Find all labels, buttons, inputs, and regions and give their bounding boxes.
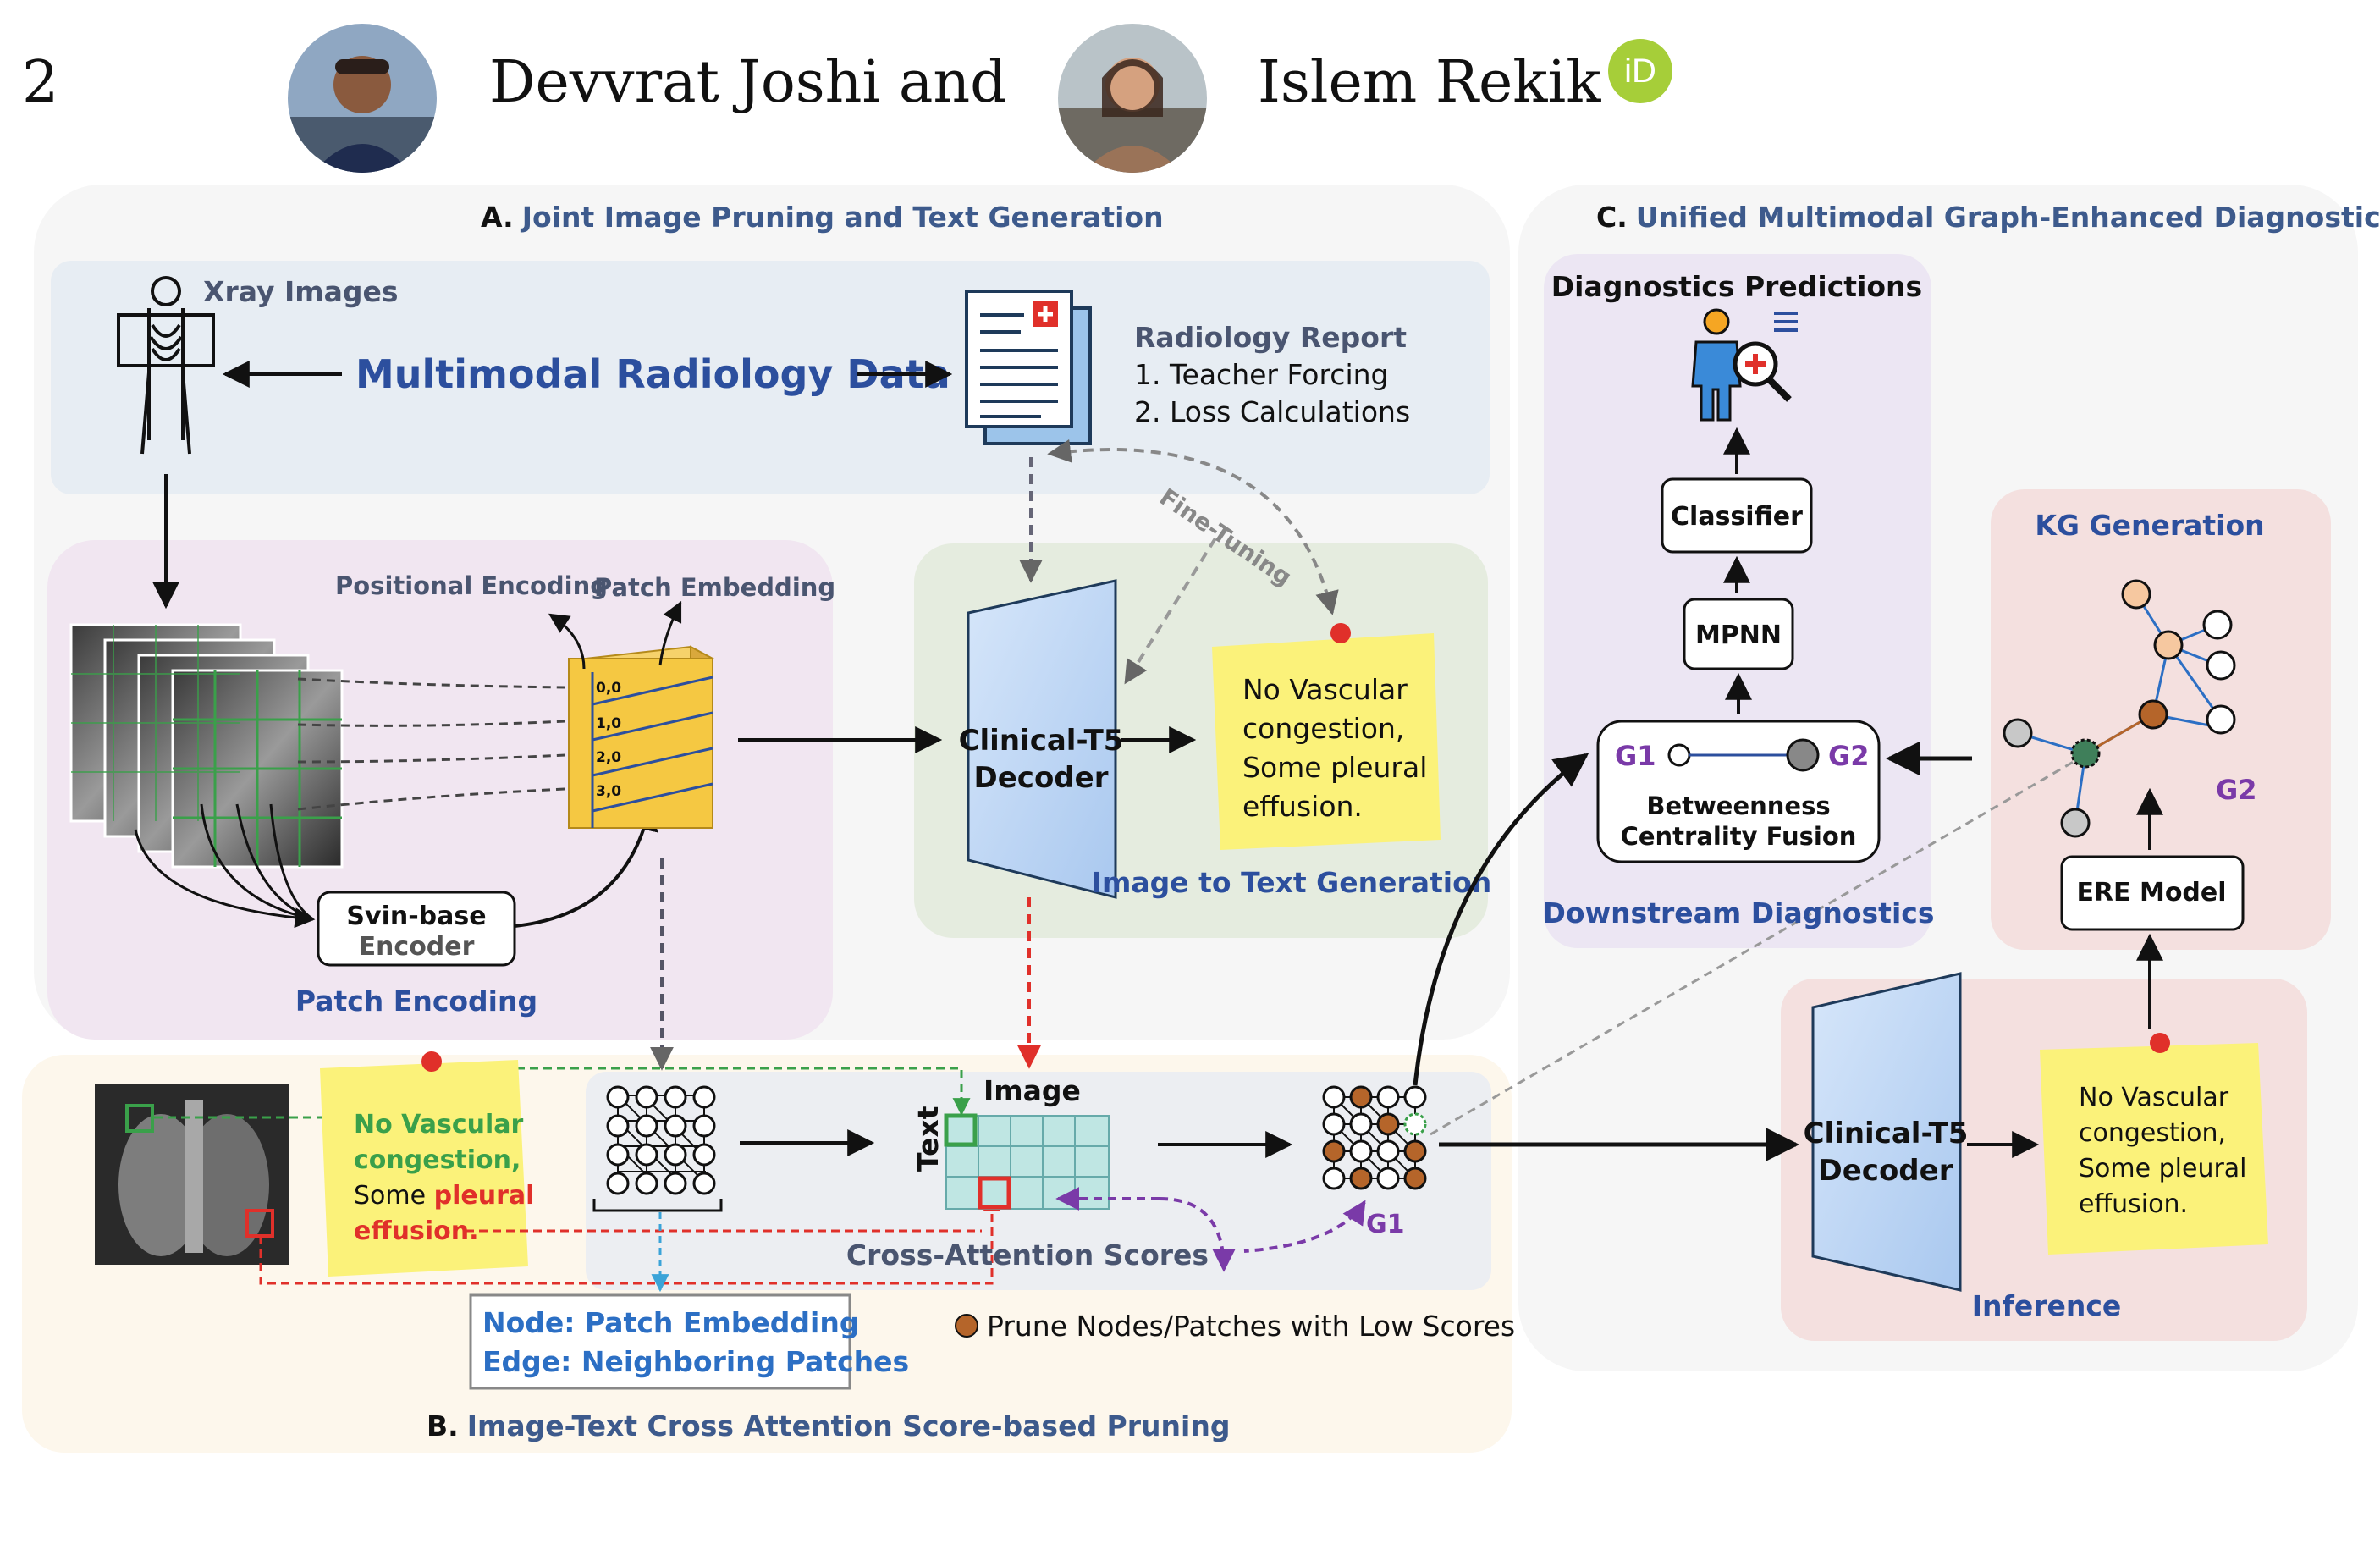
kg-g2-label: G2 xyxy=(2216,774,2257,806)
pos-label-1: 1,0 xyxy=(596,715,621,732)
image-axis-label: Image xyxy=(983,1074,1081,1107)
inference-title: Inference xyxy=(1972,1289,2122,1322)
text-axis-label: Text xyxy=(912,1106,945,1172)
svg-text:C.Unified Multimodal Graph-Enh: C.Unified Multimodal Graph-Enhanced Diag… xyxy=(1596,201,2380,234)
clinical-t5-decoder-c xyxy=(1811,972,1962,1292)
section-a-letter: A. xyxy=(481,201,514,234)
report-item-2: 2. Loss Calculations xyxy=(1134,395,1410,428)
report-sticky-note-b xyxy=(320,1060,528,1277)
author1-name: Devvrat Joshi and xyxy=(489,49,1007,116)
note-b-line3a: Some xyxy=(354,1181,434,1211)
decoder-c-line2: Decoder xyxy=(1819,1154,1953,1188)
section-c-title: Unified Multimodal Graph-Enhanced Diagno… xyxy=(1636,201,2380,234)
svg-text:B.Image-Text Cross Attention S: B.Image-Text Cross Attention Score-based… xyxy=(427,1409,1230,1442)
report-item-1: 1. Teacher Forcing xyxy=(1134,358,1388,391)
section-b-title: Image-Text Cross Attention Score-based P… xyxy=(467,1409,1231,1442)
section-c-letter: C. xyxy=(1596,201,1628,234)
image-to-text-title: Image to Text Generation xyxy=(1092,866,1492,899)
multimodal-data-panel xyxy=(51,261,1490,494)
section-a-title: Joint Image Pruning and Text Generation xyxy=(521,201,1164,234)
svin-encoder-box xyxy=(317,891,516,967)
patch-flow-lines xyxy=(297,677,566,811)
pos-label-3: 3,0 xyxy=(596,783,621,800)
note-b-line1: No Vascular xyxy=(354,1110,524,1139)
mpnn-box xyxy=(1683,598,1794,670)
xray-images-label: Xray Images xyxy=(203,275,399,308)
knowledge-graph-g2 xyxy=(2003,579,2236,838)
pin-icon xyxy=(1330,623,1351,643)
classifier-label: Classifier xyxy=(1671,502,1803,532)
positional-encoding-label: Positional Encoding xyxy=(335,571,608,600)
clinical-t5-decoder-a xyxy=(967,579,1117,899)
diagnostics-predictions-title: Diagnostics Predictions xyxy=(1551,270,1922,303)
downstream-diagnostics-title: Downstream Diagnostics xyxy=(1543,896,1935,929)
page-number: 2 xyxy=(22,49,59,116)
decoder-a-line2: Decoder xyxy=(974,761,1109,795)
note-b-line2: congestion, xyxy=(354,1145,521,1175)
note-c-line2: congestion, xyxy=(2079,1118,2226,1148)
prune-legend: Prune Nodes/Patches with Low Scores xyxy=(987,1310,1515,1343)
fusion-line2: Centrality Fusion xyxy=(1621,822,1857,851)
patch-embedding-label: Patch Embedding xyxy=(594,573,835,602)
decoder-a-line1: Clinical-T5 xyxy=(959,724,1124,758)
encoder-input-lines xyxy=(134,803,316,929)
prune-node-icon xyxy=(955,1314,978,1338)
patch-encoding-title: Patch Encoding xyxy=(295,985,537,1018)
patch-embedding-block xyxy=(567,645,716,829)
note-a-line2: congestion, xyxy=(1242,712,1404,745)
pruned-graph-g1 xyxy=(1322,1085,1427,1190)
patch-graph xyxy=(606,1085,716,1195)
fusion-g2-label: G2 xyxy=(1828,740,1870,772)
g1-label-b: G1 xyxy=(1366,1210,1405,1239)
cross-attention-label: Cross-Attention Scores xyxy=(846,1238,1209,1271)
ere-model-label: ERE Model xyxy=(2076,878,2226,907)
radiology-report-label: Radiology Report xyxy=(1134,321,1407,354)
node-edge-box xyxy=(469,1293,851,1390)
section-b-letter: B. xyxy=(427,1409,459,1442)
human-body-icon xyxy=(117,276,215,455)
author1-avatar xyxy=(288,24,437,173)
note-c-line4: effusion. xyxy=(2079,1189,2188,1219)
note-a-line1: No Vascular xyxy=(1242,673,1408,706)
doctor-diagnosis-icon xyxy=(1691,308,1798,422)
attention-grid xyxy=(944,1113,1110,1210)
author2-name: Islem Rekik xyxy=(1258,49,1601,116)
classifier-box xyxy=(1661,477,1813,554)
fusion-g1-label: G1 xyxy=(1615,740,1656,772)
node-definition: Node: Patch Embedding xyxy=(482,1306,859,1339)
note-b-line4: effusion. xyxy=(354,1216,479,1246)
edge-definition: Edge: Neighboring Patches xyxy=(482,1345,909,1378)
note-b-line3b: pleural xyxy=(434,1181,535,1211)
pos-label-2: 2,0 xyxy=(596,749,621,766)
mpnn-label: MPNN xyxy=(1695,621,1782,650)
svg-text:A.Joint Image Pruning and Text: A.Joint Image Pruning and Text Generatio… xyxy=(481,201,1164,234)
note-c-line3: Some pleural xyxy=(2079,1154,2247,1183)
orcid-icon[interactable]: iD xyxy=(1608,39,1672,103)
report-sticky-note-c xyxy=(2040,1043,2268,1255)
xray-stack xyxy=(69,623,344,869)
svin-encoder-line2: Encoder xyxy=(359,932,475,962)
multimodal-data-title: Multimodal Radiology Data xyxy=(355,351,950,397)
kg-generation-title: KG Generation xyxy=(2035,509,2264,542)
fusion-line1: Betweenness xyxy=(1646,792,1830,820)
pos-label-0: 0,0 xyxy=(596,680,621,697)
document-icon xyxy=(965,290,1092,445)
chest-xray-image xyxy=(95,1084,289,1265)
note-a-line4: effusion. xyxy=(1242,790,1363,823)
pin-icon xyxy=(2150,1033,2170,1053)
report-sticky-note-a xyxy=(1212,633,1441,850)
svin-encoder-line1: Svin-base xyxy=(346,902,486,931)
ere-model-box xyxy=(2060,855,2245,931)
note-c-line1: No Vascular xyxy=(2079,1083,2229,1112)
svg-text:Some pleural: Some pleural xyxy=(354,1181,534,1211)
decoder-c-line1: Clinical-T5 xyxy=(1804,1117,1969,1150)
note-a-line3: Some pleural xyxy=(1242,751,1427,784)
pin-icon xyxy=(421,1051,442,1072)
